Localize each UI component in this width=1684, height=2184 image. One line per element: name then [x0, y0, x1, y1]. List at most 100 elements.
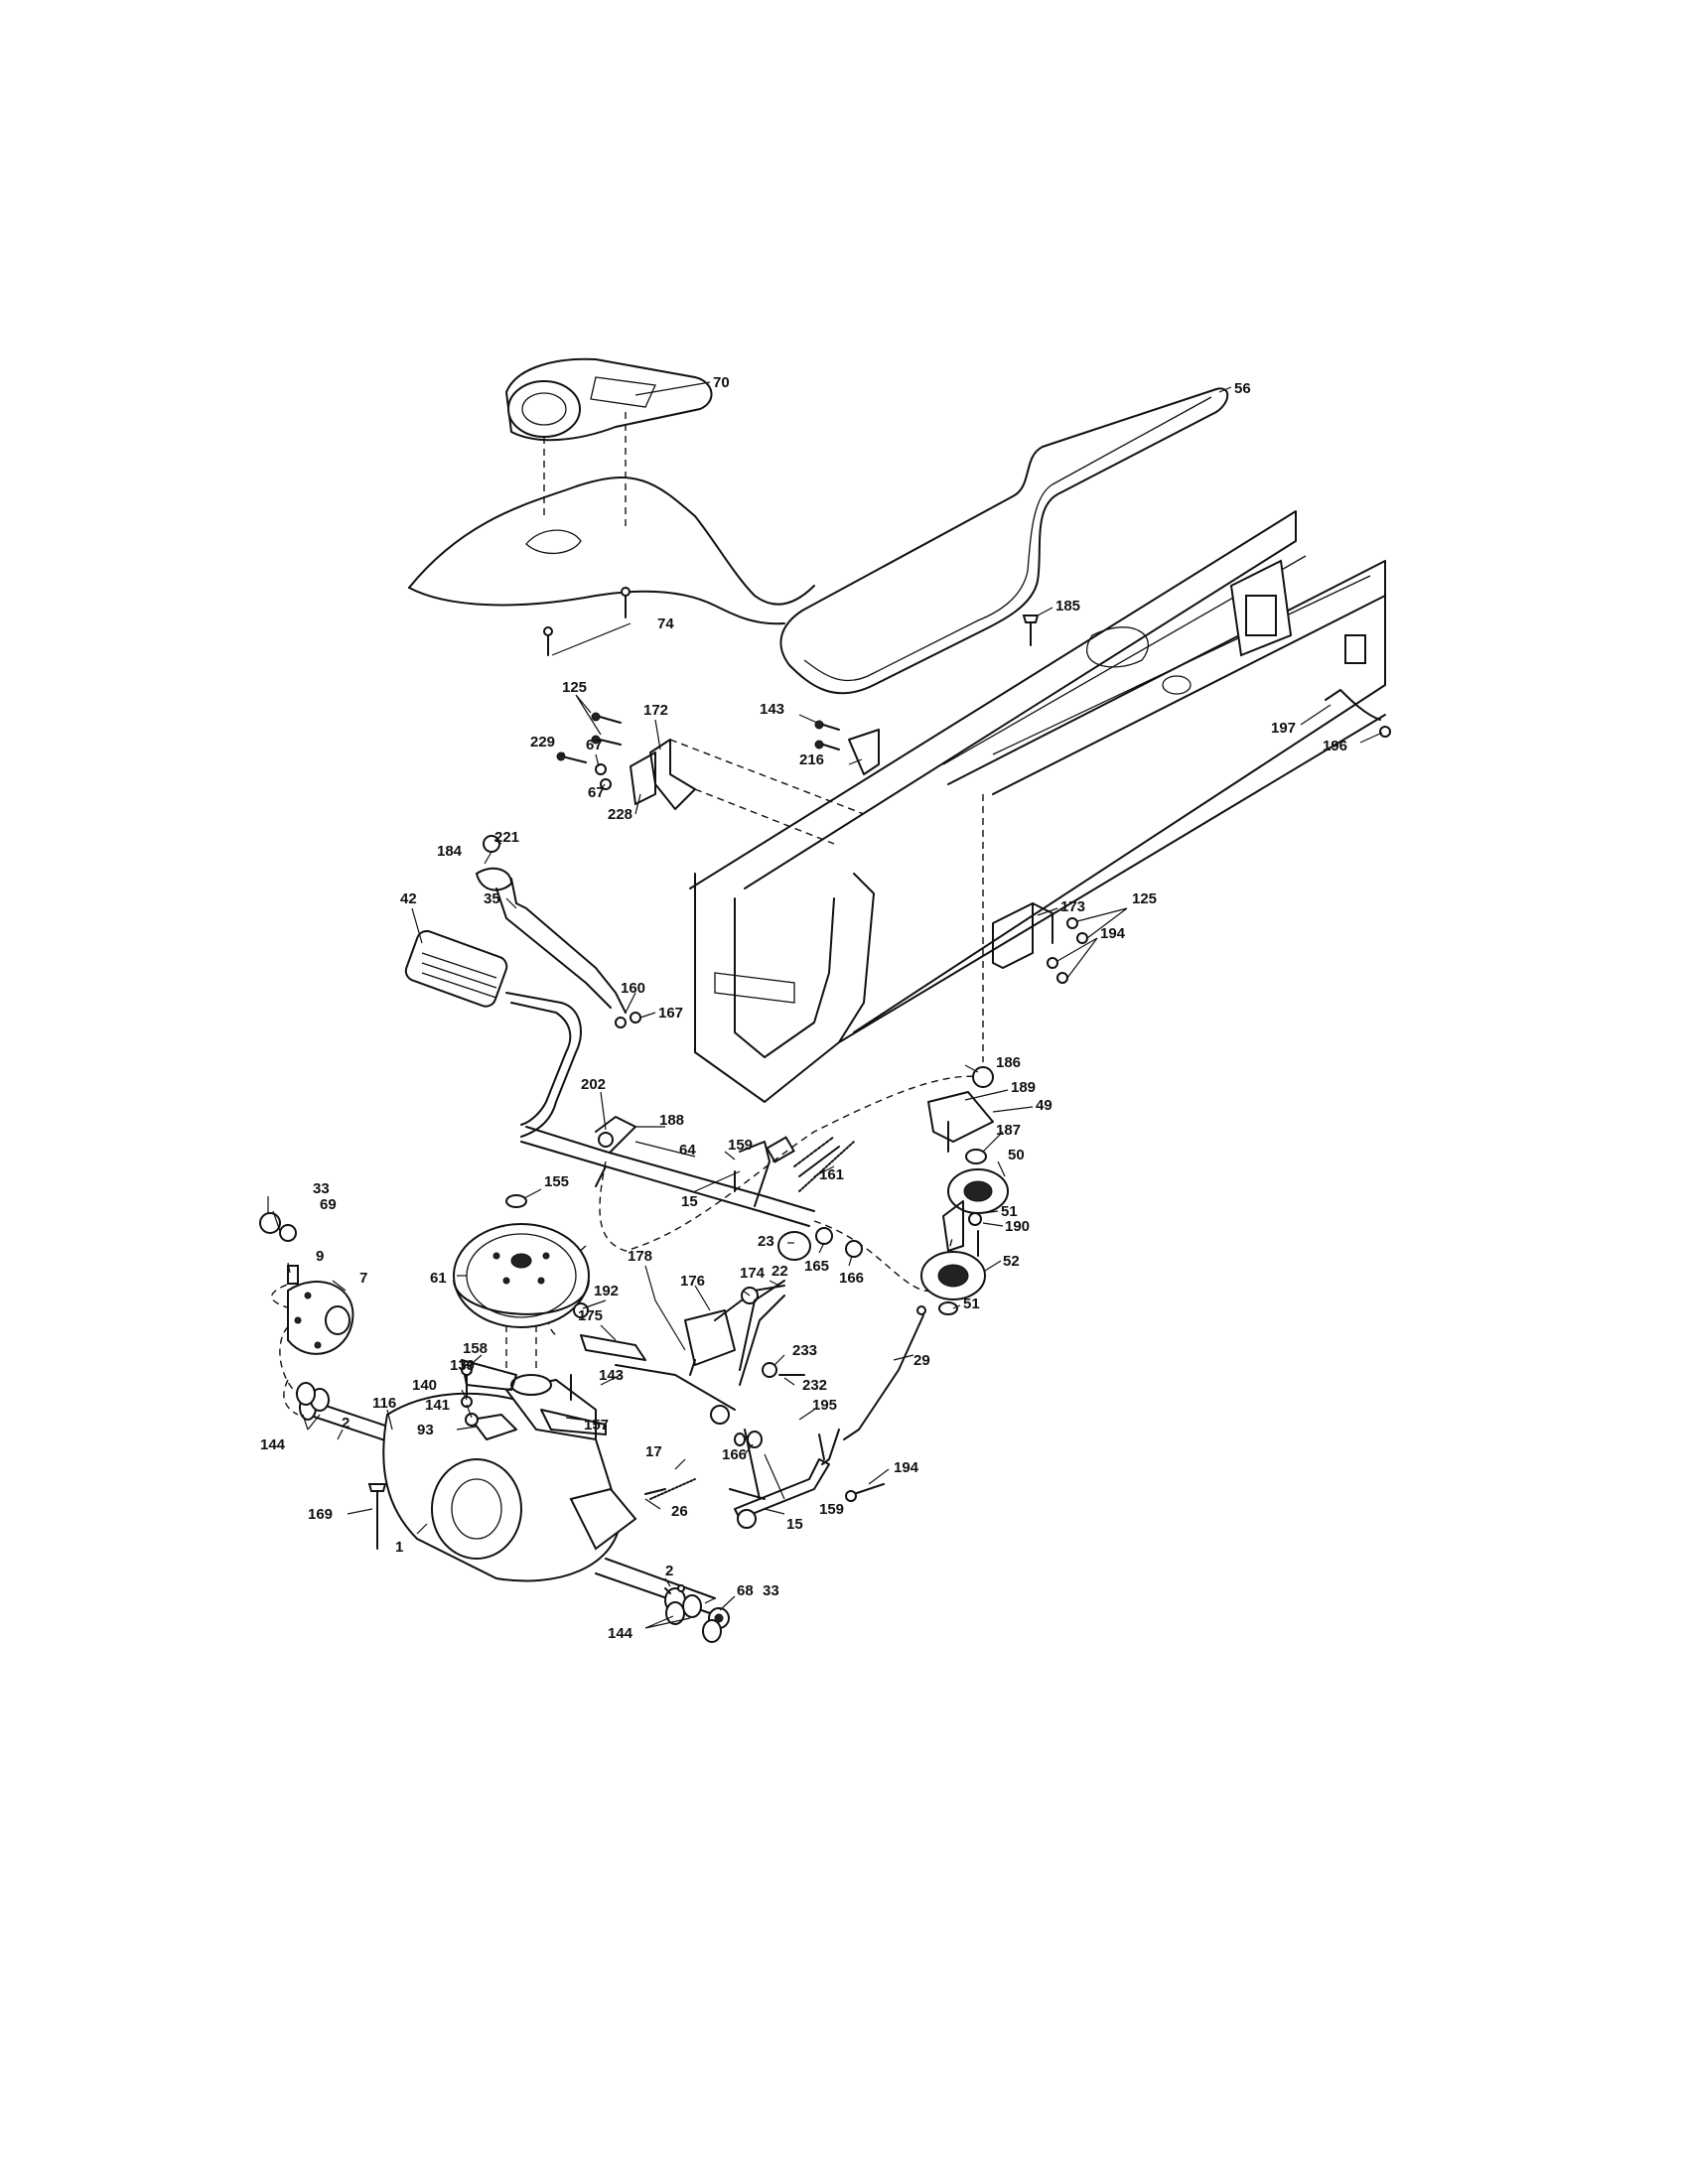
callout-label: 157 — [584, 1417, 609, 1433]
callout-label: 228 — [608, 806, 632, 823]
callout-label: 190 — [1005, 1218, 1030, 1235]
bracket-216 — [814, 720, 880, 775]
callout-label: 229 — [530, 734, 555, 751]
callout-label: 56 — [1234, 380, 1251, 397]
callout-label: 2 — [342, 1415, 350, 1432]
transmission — [296, 1374, 730, 1629]
callout-label: 197 — [1271, 720, 1296, 737]
callout-label: 125 — [1132, 890, 1157, 907]
rear-axle-hardware — [664, 1584, 722, 1643]
callout-label: 143 — [599, 1367, 624, 1384]
callout-label: 174 — [740, 1265, 766, 1282]
callout-label: 232 — [802, 1377, 827, 1394]
bolt-185 — [982, 614, 1040, 1062]
callout-label: 74 — [657, 615, 674, 632]
callout-label: 144 — [260, 1436, 286, 1453]
callout-label: 194 — [1100, 925, 1126, 942]
bracket-172 — [556, 712, 865, 845]
callout-label: 187 — [996, 1122, 1021, 1139]
callout-label: 192 — [594, 1283, 619, 1299]
callout-label: 93 — [417, 1422, 434, 1438]
callout-label: 194 — [894, 1459, 919, 1476]
callout-label: 175 — [578, 1307, 603, 1324]
callout-label: 9 — [316, 1248, 324, 1265]
callout-label: 26 — [671, 1503, 688, 1520]
rod-197 — [1325, 689, 1391, 738]
callout-label: 189 — [1011, 1079, 1036, 1096]
spring-161 — [798, 1141, 855, 1192]
callout-labels: 70 56 74 185 125 172 143 229 67 67 228 2… — [260, 374, 1347, 1642]
idler-assembly — [920, 1066, 1009, 1315]
leader-lines — [267, 381, 1383, 1629]
callout-label: 42 — [400, 890, 417, 907]
wheel-hub — [259, 1212, 354, 1355]
callout-label: 178 — [628, 1248, 652, 1265]
callout-label: 52 — [1003, 1253, 1020, 1270]
callout-label: 185 — [1055, 598, 1080, 614]
callout-label: 33 — [763, 1582, 779, 1599]
callout-label: 15 — [681, 1193, 698, 1210]
callout-label: 166 — [839, 1270, 864, 1287]
callout-label: 1 — [395, 1539, 403, 1556]
fender-assembly — [408, 357, 815, 656]
callout-label: 196 — [1323, 738, 1347, 754]
callout-label: 159 — [728, 1137, 753, 1154]
callout-label: 2 — [665, 1563, 673, 1579]
callout-label: 67 — [586, 737, 603, 753]
callout-label: 167 — [658, 1005, 683, 1022]
callout-label: 216 — [799, 751, 824, 768]
callout-label: 29 — [913, 1352, 930, 1369]
callout-label: 202 — [581, 1076, 606, 1093]
callout-label: 64 — [679, 1142, 696, 1159]
callout-label: 139 — [450, 1357, 475, 1374]
callout-label: 125 — [562, 679, 587, 696]
callout-label: 15 — [786, 1516, 803, 1533]
callout-label: 172 — [643, 702, 668, 719]
callout-label: 33 — [313, 1180, 330, 1197]
control-brackets — [461, 1302, 607, 1440]
callout-label: 61 — [430, 1270, 447, 1287]
callout-label: 186 — [996, 1054, 1021, 1071]
callout-label: 51 — [1001, 1203, 1018, 1220]
callout-label: 68 — [737, 1582, 754, 1599]
callout-label: 17 — [645, 1443, 662, 1460]
control-rods — [580, 1280, 926, 1500]
callout-label: 184 — [437, 843, 463, 860]
callout-label: 165 — [804, 1258, 829, 1275]
callout-label: 7 — [359, 1270, 367, 1287]
callout-label: 188 — [659, 1112, 684, 1129]
mower-frame — [689, 510, 1386, 1103]
pedal-assembly — [404, 835, 641, 1138]
callout-label: 166 — [722, 1446, 747, 1463]
callout-label: 116 — [372, 1395, 396, 1412]
callout-label: 159 — [819, 1501, 844, 1518]
callout-label: 49 — [1036, 1097, 1052, 1114]
callout-label: 69 — [320, 1196, 337, 1213]
callout-label: 143 — [760, 701, 784, 718]
callout-label: 22 — [772, 1263, 788, 1280]
callout-label: 140 — [412, 1377, 437, 1394]
callout-label: 233 — [792, 1342, 817, 1359]
callout-label: 155 — [544, 1173, 569, 1190]
pulley-61 — [453, 1194, 590, 1370]
bracket-195 — [729, 1458, 885, 1529]
callout-label: 173 — [1060, 898, 1085, 915]
callout-label: 70 — [713, 374, 730, 391]
callout-label: 176 — [680, 1273, 705, 1290]
drive-belt — [779, 387, 1229, 695]
callout-label: 141 — [425, 1397, 450, 1414]
callout-label: 35 — [484, 890, 500, 907]
callout-label: 161 — [819, 1166, 844, 1183]
callout-label: 51 — [963, 1296, 980, 1312]
callout-label: 169 — [308, 1506, 333, 1523]
callout-label: 67 — [588, 784, 605, 801]
callout-label: 144 — [608, 1625, 633, 1642]
cross-shaft — [520, 1116, 863, 1261]
callout-label: 195 — [812, 1397, 837, 1414]
bracket-173 — [992, 902, 1088, 984]
belt-routing-path — [271, 1075, 984, 1416]
callout-label: 158 — [463, 1340, 488, 1357]
callout-label: 221 — [494, 829, 519, 846]
callout-label: 160 — [621, 980, 645, 997]
